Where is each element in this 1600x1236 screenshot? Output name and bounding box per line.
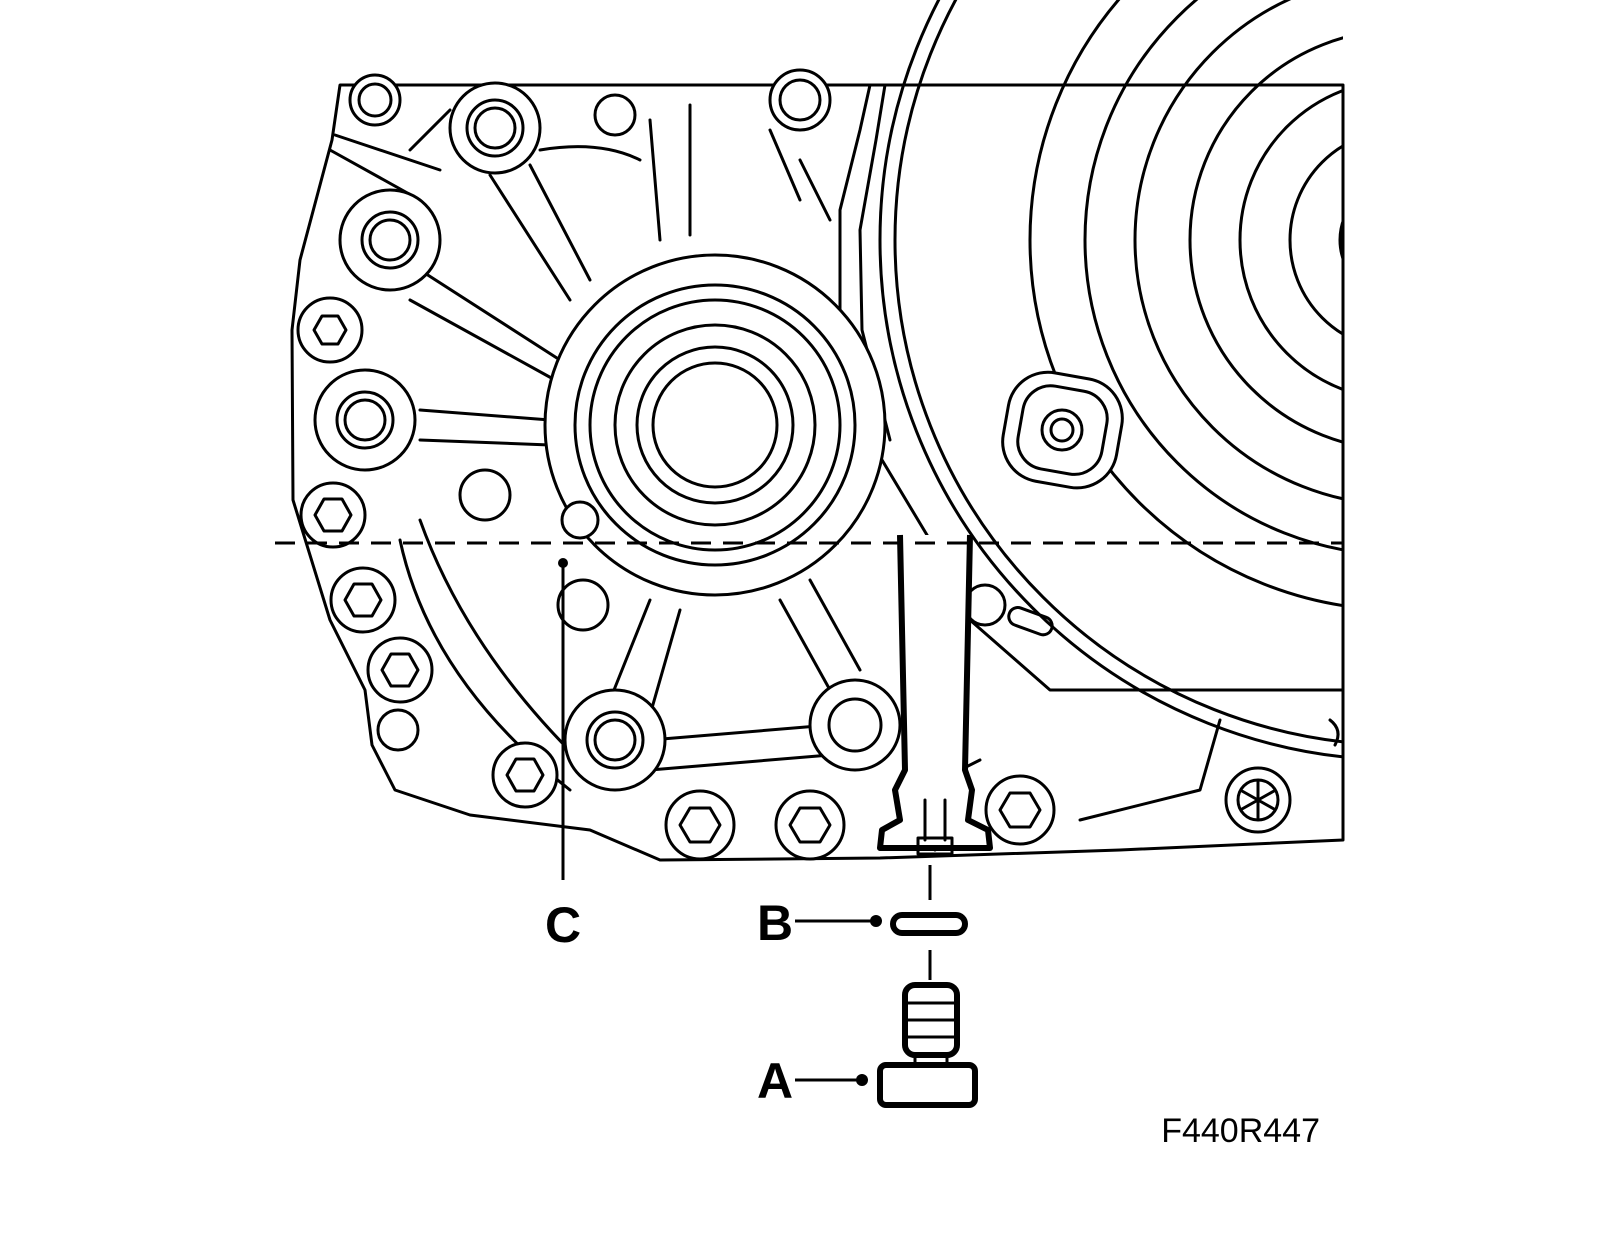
drain-fitting xyxy=(877,534,993,851)
callout-a: A xyxy=(757,1053,793,1109)
drain-section xyxy=(877,534,993,856)
square-boss xyxy=(1001,370,1124,490)
callout-b: B xyxy=(757,895,793,951)
callout-c: C xyxy=(545,897,581,953)
sealing-washer xyxy=(890,912,968,936)
central-bore xyxy=(543,253,887,597)
bell-housing xyxy=(878,0,1343,759)
bolt-bosses xyxy=(313,68,1007,792)
transmission-housing xyxy=(290,0,1345,862)
figure-id: F440R447 xyxy=(1161,1112,1320,1150)
drain-plug xyxy=(877,982,978,1108)
hex-bolts xyxy=(296,296,1292,861)
leader-lines xyxy=(558,558,882,1086)
